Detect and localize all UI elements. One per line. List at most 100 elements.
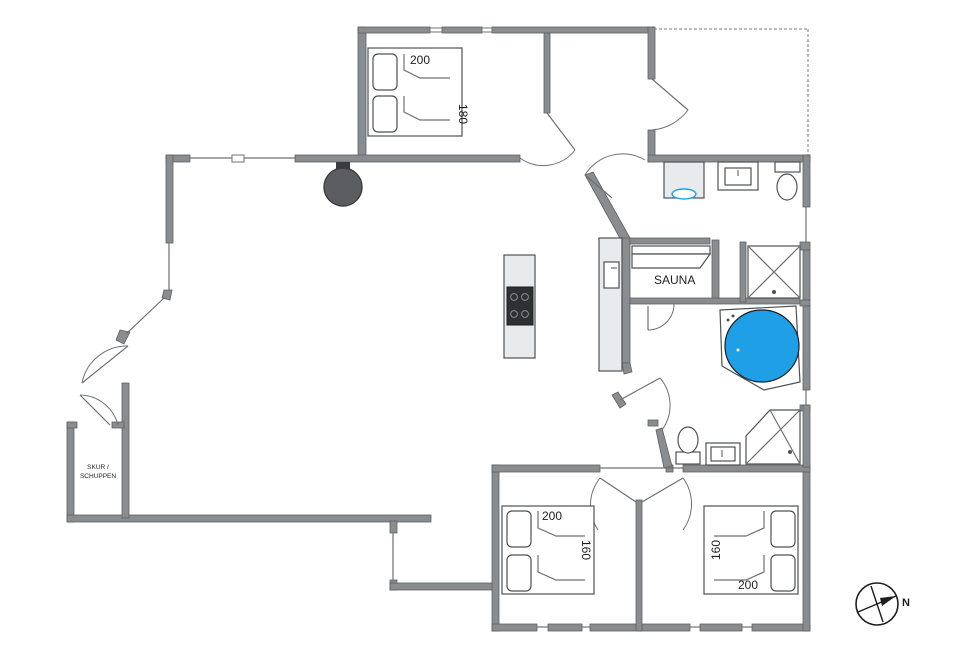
wall-segment	[165, 154, 174, 244]
wall-segment	[491, 26, 655, 34]
wall-segment	[294, 154, 521, 163]
wall-segment	[441, 26, 483, 34]
sauna: SAUNA	[631, 245, 712, 287]
duvet-fold	[403, 96, 450, 121]
wall-segment	[647, 419, 659, 427]
whirlpool	[719, 305, 801, 391]
burner	[510, 293, 518, 301]
wall-segment	[682, 464, 811, 473]
compass-axis	[870, 585, 884, 623]
compass-needle	[880, 596, 896, 606]
kitchen-island	[503, 254, 536, 359]
pillow	[372, 95, 398, 133]
window	[231, 154, 245, 163]
pillow	[770, 510, 796, 548]
terrace-outline	[654, 28, 809, 158]
duvet-fold	[537, 511, 585, 537]
toilet-icon	[677, 426, 699, 454]
shower-drain	[788, 450, 792, 454]
counter	[598, 237, 623, 372]
burner	[521, 293, 529, 301]
window-pane	[125, 297, 165, 335]
wood-stove	[323, 162, 363, 207]
door-leaf	[641, 477, 684, 503]
pillow	[506, 510, 532, 548]
wall-segment	[699, 623, 743, 632]
wall-segment	[711, 239, 720, 301]
door-swing	[589, 477, 601, 531]
sauna-label: SAUNA	[654, 273, 695, 287]
kitchen-sink-icon	[603, 261, 620, 289]
pillow	[770, 554, 796, 592]
wall-segment	[543, 32, 551, 114]
wall-segment	[802, 249, 811, 301]
wall-segment	[802, 154, 811, 208]
toilet-icon	[776, 173, 798, 201]
shower-diagonal	[745, 409, 801, 465]
wall-segment	[357, 26, 367, 159]
cooktop	[506, 286, 534, 326]
shed-label: SCHUPPEN	[80, 473, 116, 480]
wall-segment	[739, 241, 747, 303]
basin	[724, 167, 752, 186]
door-leaf	[619, 377, 661, 401]
shed: SKUR / SCHUPPEN	[80, 464, 116, 480]
wall-segment	[621, 362, 633, 375]
wall-segment	[66, 421, 78, 429]
burner	[510, 310, 518, 318]
wall-segment	[647, 26, 656, 80]
whirlpool-tub-icon	[724, 309, 800, 383]
toilet-tank	[774, 161, 801, 173]
wall-segment	[802, 404, 811, 468]
compass-north-label: N	[902, 597, 910, 609]
burner	[521, 310, 529, 318]
shower-diagonal	[747, 245, 801, 299]
shed-label: SKUR /	[87, 464, 109, 471]
wall-segment	[799, 299, 811, 307]
wall-segment	[751, 623, 811, 632]
wall-segment	[611, 391, 627, 409]
bed-length-label: 200	[542, 509, 562, 523]
windows	[125, 27, 807, 628]
window	[481, 27, 493, 33]
door-swing	[659, 377, 671, 431]
bed-bottom-right: 160 200	[703, 505, 799, 595]
duvet-fold	[403, 54, 450, 79]
wall-segment	[655, 427, 673, 469]
wall-segment	[491, 623, 538, 632]
door-swing	[81, 345, 129, 384]
wall-segment	[647, 154, 811, 163]
wall-segment	[635, 499, 643, 632]
washer-drum	[671, 188, 697, 200]
door-swing	[682, 477, 692, 531]
wall-segment	[799, 241, 811, 251]
door-leaf	[81, 345, 129, 384]
basin	[710, 446, 736, 462]
bed-top: 200 180	[367, 47, 470, 137]
sauna-bench	[631, 245, 711, 255]
wall-segment	[121, 382, 130, 519]
doors	[79, 78, 692, 531]
door-leaf	[584, 174, 613, 199]
door-swing	[519, 149, 576, 167]
pillow	[506, 554, 532, 592]
wall-segment	[584, 171, 631, 243]
door-leaf	[651, 78, 689, 111]
pillow	[372, 53, 398, 91]
kitchen-counter	[598, 237, 623, 372]
compass-icon: N	[855, 582, 910, 626]
shower-top	[747, 245, 801, 299]
wall-segment	[389, 520, 398, 534]
wall-segment	[621, 237, 631, 364]
door-leaf	[79, 394, 111, 426]
door-swing	[651, 109, 689, 131]
jet	[726, 318, 730, 322]
bed-bottom-left: 200 160	[501, 505, 595, 595]
sauna-bench	[631, 253, 712, 269]
jet	[731, 314, 735, 318]
stove-body	[323, 167, 363, 207]
door-swing	[584, 153, 646, 176]
wall-segment	[491, 464, 601, 473]
wall-segment	[629, 237, 711, 245]
wall-segment	[357, 26, 431, 34]
